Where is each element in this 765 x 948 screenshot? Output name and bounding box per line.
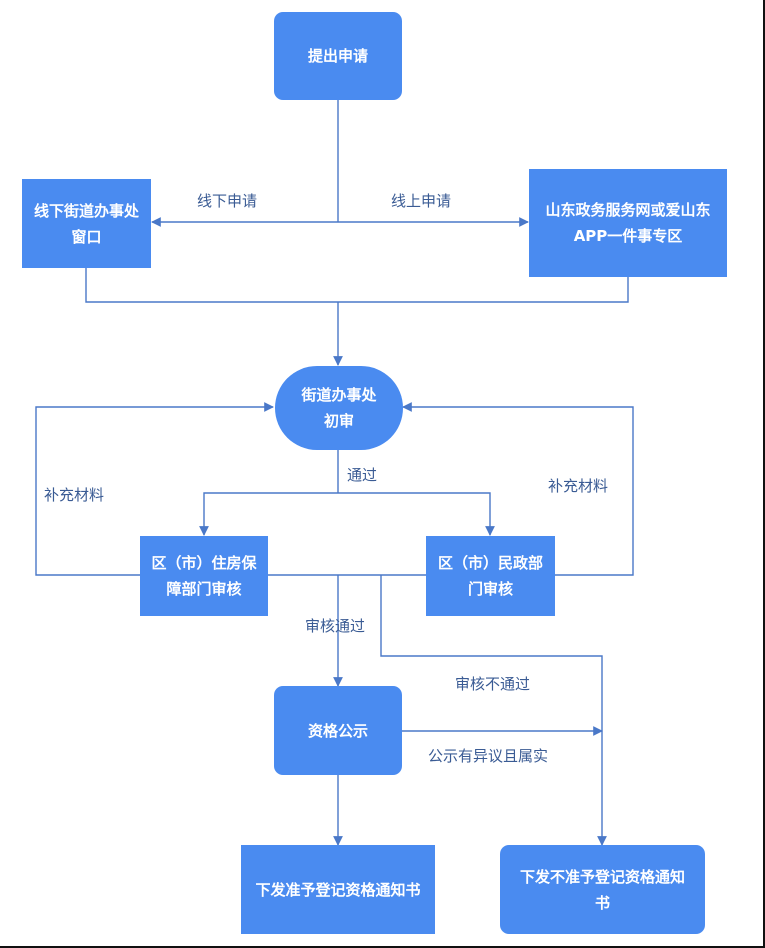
node-text: 山东政务服务网或爱山东 — [545, 201, 711, 219]
label-supplement-left: 补充材料 — [44, 486, 105, 504]
edge-to-civil — [338, 492, 495, 536]
node-text: 区（市）住房保 — [151, 554, 257, 572]
node-text: 资格公示 — [307, 721, 368, 740]
node-text: 书 — [594, 893, 610, 912]
edge-to-housing — [199, 492, 338, 536]
node-text: 下发不准予登记资格通知 — [519, 867, 685, 886]
node-offline-window: 线下街道办事处 窗口 — [22, 179, 151, 268]
node-submit-application: 提出申请 — [274, 12, 402, 100]
label-review-fail: 审核不通过 — [455, 675, 531, 693]
edge-supplement-right — [402, 402, 634, 576]
label-review-pass: 审核通过 — [305, 617, 366, 635]
node-text: 提出申请 — [307, 47, 368, 65]
label-pass: 通过 — [347, 466, 378, 484]
node-approve-notice: 下发准予登记资格通知书 — [241, 845, 435, 934]
node-text: 窗口 — [71, 227, 102, 246]
node-text: 初审 — [323, 412, 354, 430]
node-text: 下发准予登记资格通知书 — [255, 880, 421, 899]
node-qualification-publicity: 资格公示 — [274, 686, 402, 775]
edge-review-fail — [380, 575, 607, 846]
node-text: 线下街道办事处 — [33, 201, 139, 220]
label-offline-application: 线下申请 — [197, 192, 258, 210]
node-civil-affairs-review: 区（市）民政部 门审核 — [426, 536, 555, 616]
node-street-initial-review: 街道办事处 初审 — [275, 366, 403, 450]
edge-offline-merge — [85, 268, 629, 303]
node-text: 障部门审核 — [166, 580, 242, 598]
node-reject-notice: 下发不准予登记资格通知 书 — [500, 845, 705, 934]
node-text: 门审核 — [467, 580, 513, 598]
label-objection-verified: 公示有异议且属实 — [428, 747, 549, 765]
node-text: 区（市）民政部 — [437, 554, 543, 572]
node-online-portal: 山东政务服务网或爱山东 APP一件事专区 — [529, 169, 727, 277]
edge-supplement-left — [35, 402, 274, 576]
node-housing-review: 区（市）住房保 障部门审核 — [140, 536, 268, 616]
node-text: 街道办事处 — [301, 386, 377, 404]
node-text: APP一件事专区 — [573, 227, 683, 245]
label-online-application: 线上申请 — [391, 192, 452, 210]
label-supplement-right: 补充材料 — [548, 477, 609, 495]
